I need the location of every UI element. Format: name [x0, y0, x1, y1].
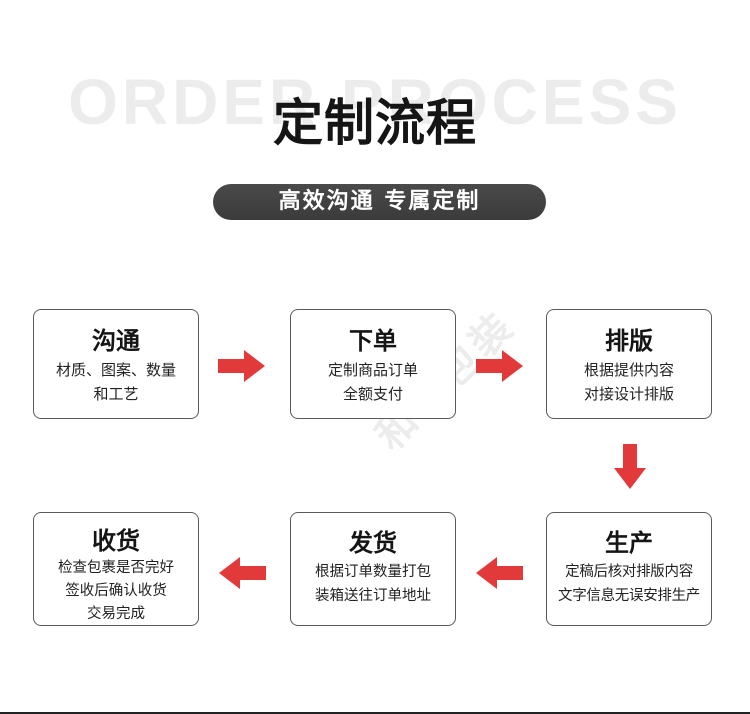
step-desc-line: 对接设计排版	[583, 385, 674, 403]
step-title: 排版	[605, 327, 653, 355]
left-arrow-icon	[219, 557, 266, 589]
step-title: 沟通	[92, 327, 140, 355]
step-desc-line: 检查包裹是否完好	[58, 560, 174, 576]
right-arrow-icon	[476, 350, 523, 382]
step-ship: 发货 根据订单数量打包 装箱送往订单地址	[290, 512, 456, 626]
step-title: 下单	[349, 327, 397, 355]
step-desc-line: 定稿后核对排版内容	[565, 564, 693, 580]
step-receive: 收货 检查包裹是否完好 签收后确认收货 交易完成	[33, 512, 199, 626]
step-desc-line: 交易完成	[87, 606, 145, 622]
step-desc-line: 根据提供内容	[583, 361, 674, 379]
step-desc-line: 签收后确认收货	[65, 583, 167, 599]
step-title: 发货	[349, 529, 397, 557]
background-heading: ORDER PROCESS	[68, 66, 682, 138]
step-communicate: 沟通 材质、图案、数量 和工艺	[33, 309, 199, 419]
step-order: 下单 定制商品订单 全额支付	[290, 309, 456, 419]
step-produce: 生产 定稿后核对排版内容 文字信息无误安排生产	[546, 512, 712, 626]
step-desc-line: 和工艺	[93, 385, 139, 403]
step-desc-line: 根据订单数量打包	[315, 564, 431, 580]
step-desc-line: 材质、图案、数量	[55, 361, 176, 379]
page-title: 定制流程	[273, 94, 477, 152]
subtitle-pill: 高效沟通 专属定制	[213, 184, 546, 220]
step-title: 收货	[92, 527, 140, 555]
step-layout: 排版 根据提供内容 对接设计排版	[546, 309, 712, 419]
step-desc-line: 定制商品订单	[327, 361, 418, 379]
right-arrow-icon	[218, 350, 265, 382]
down-arrow-icon	[614, 444, 646, 489]
step-desc-line: 全额支付	[342, 385, 403, 403]
bottom-divider	[0, 712, 750, 714]
step-desc-line: 装箱送往订单地址	[315, 588, 431, 604]
step-desc-line: 文字信息无误安排生产	[558, 588, 700, 604]
left-arrow-icon	[476, 557, 523, 589]
step-title: 生产	[605, 529, 653, 557]
